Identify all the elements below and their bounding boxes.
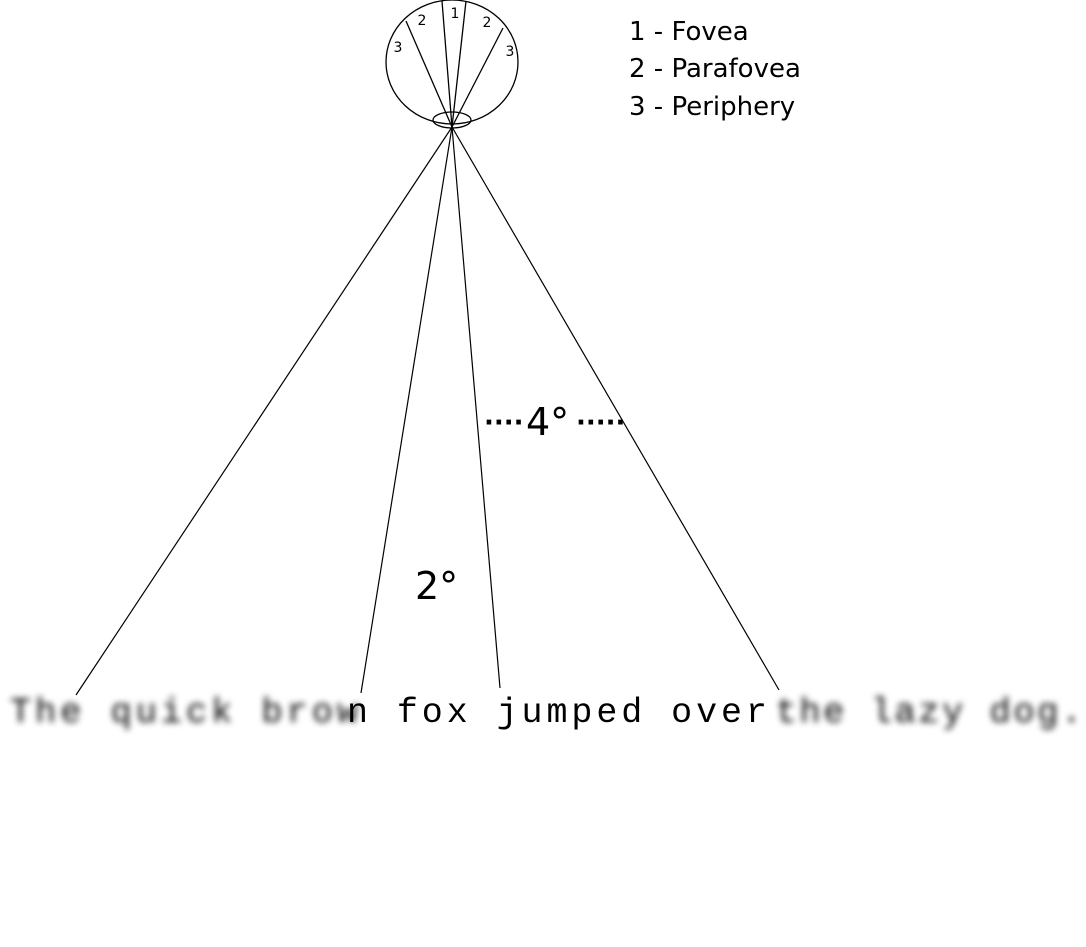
zone-label-periphery-right: 3 bbox=[506, 44, 515, 60]
retina-divider-periphery-left bbox=[405, 20, 453, 128]
reading-sentence: The quick brow n fox jumped over the laz… bbox=[10, 693, 1082, 733]
ray-inner-right bbox=[451, 126, 501, 689]
sentence-blurred-right: the lazy dog. bbox=[752, 693, 1082, 733]
zone-label-parafovea-right: 2 bbox=[483, 15, 492, 31]
sentence-sharp-region: n fox jumped over bbox=[347, 693, 767, 733]
angle-labels: ···· 4° ····· 2° bbox=[415, 400, 625, 608]
ray-outer-left bbox=[75, 126, 453, 696]
angle-dots-right: ····· bbox=[576, 408, 625, 438]
eye: 1 2 2 3 3 bbox=[385, 0, 519, 129]
angle-dots-left: ···· bbox=[484, 408, 524, 438]
retina-divider-fovea-right bbox=[451, 0, 467, 128]
retina-divider-fovea-left bbox=[441, 0, 453, 128]
legend-item-parafovea: 2 - Parafovea bbox=[629, 54, 801, 84]
retina-divider-periphery-right bbox=[451, 27, 504, 128]
legend-item-fovea: 1 - Fovea bbox=[629, 17, 749, 47]
sentence-blurred-left: The quick brow bbox=[10, 693, 358, 733]
zone-label-periphery-left: 3 bbox=[394, 40, 403, 56]
angle-label-foveal: 2° bbox=[415, 564, 458, 608]
visual-field-rays bbox=[75, 126, 780, 696]
legend-item-periphery: 3 - Periphery bbox=[629, 92, 795, 122]
ray-inner-left bbox=[360, 126, 453, 694]
angle-label-parafoveal: 4° bbox=[526, 400, 569, 444]
zone-label-parafovea-left: 2 bbox=[418, 13, 427, 29]
legend: 1 - Fovea 2 - Parafovea 3 - Periphery bbox=[629, 17, 801, 122]
ray-outer-right bbox=[451, 126, 780, 691]
zone-label-fovea: 1 bbox=[451, 6, 460, 22]
